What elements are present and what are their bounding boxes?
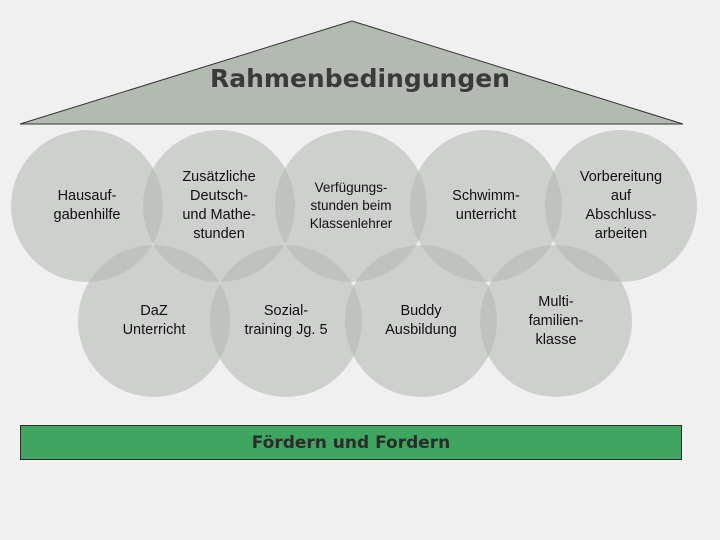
circle-label: Hausauf- gabenhilfe: [53, 188, 121, 223]
circle-label: Zusätzliche Deutsch- und Mathe- stunden: [182, 169, 256, 242]
circle-label: Schwimm- unterricht: [452, 188, 520, 223]
circle-buddy-ausbildung: Buddy Ausbildung: [345, 245, 497, 397]
circle-label: Buddy Ausbildung: [385, 303, 457, 338]
roof-title: Rahmenbedingungen: [210, 64, 510, 93]
foundation-bar: Fördern und Fordern: [20, 425, 682, 460]
circle-multifamilienklasse: Multi- familien- klasse: [480, 245, 632, 397]
circle-label: Verfügungs- stunden beim Klassenlehrer: [309, 180, 393, 231]
roof-shape: [19, 20, 684, 125]
circle-sozialtraining: Sozial- training Jg. 5: [210, 245, 362, 397]
circle-daz-unterricht: DaZ Unterricht: [78, 245, 230, 397]
circle-label: Multi- familien- klasse: [528, 293, 584, 348]
circle-label: Vorbereitung auf Abschluss- arbeiten: [579, 169, 663, 242]
circle-label: DaZ Unterricht: [122, 303, 186, 338]
foundation-label: Fördern und Fordern: [251, 432, 451, 453]
circle-label: Sozial- training Jg. 5: [244, 303, 328, 338]
